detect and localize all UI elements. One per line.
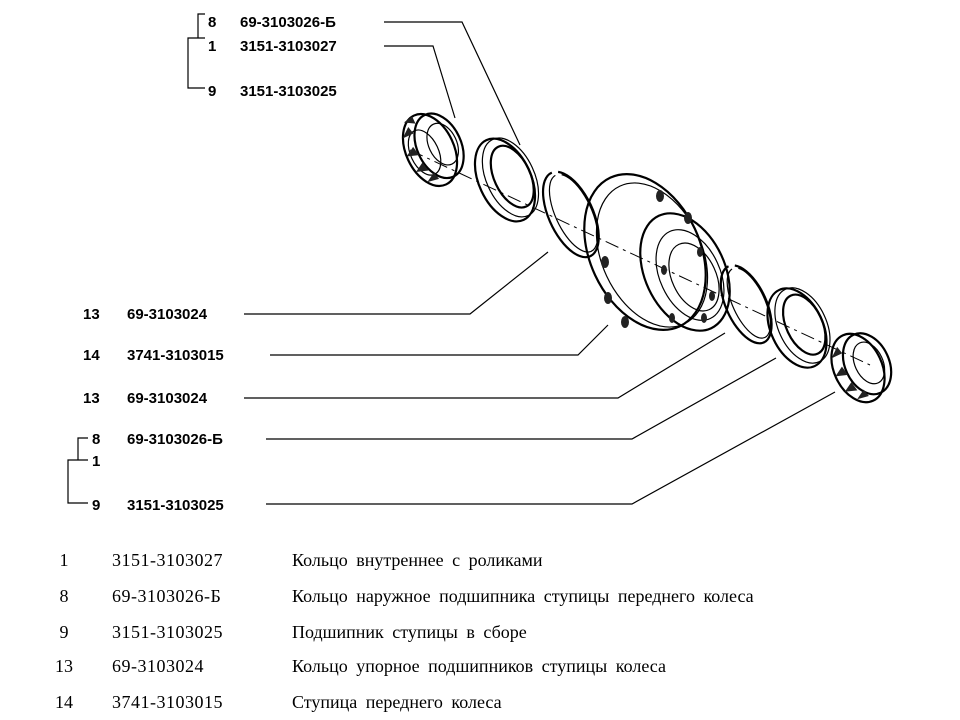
legend-num: 8 [59, 586, 69, 606]
callout-b9-code: 3151-3103025 [127, 497, 224, 514]
legend-num: 1 [59, 550, 69, 570]
legend-code: 3151-3103027 [112, 550, 223, 570]
callout-b9-num: 9 [92, 497, 100, 514]
callouts-left: 13 69-3103024 14 3741-3103015 13 69-3103… [83, 306, 224, 514]
callout-14-code: 3741-3103015 [127, 347, 224, 364]
callouts-top: 8 69-3103026-Б 1 3151-3103027 9 3151-310… [208, 14, 337, 100]
outer-race-top [473, 137, 540, 223]
leader-lines-top [187, 13, 521, 146]
legend-code: 3151-3103025 [112, 622, 223, 642]
callout-13b-num: 13 [83, 390, 100, 407]
legend-desc: Кольцо наружное подшипника ступицы перед… [292, 586, 754, 606]
callout-13a-code: 69-3103024 [127, 306, 208, 323]
callout-b8-num: 8 [92, 431, 100, 448]
callout-top-1-num: 1 [208, 38, 216, 55]
snap-ring-top [541, 170, 600, 259]
legend-num: 14 [55, 692, 73, 712]
callout-top-8-code: 69-3103026-Б [240, 14, 336, 31]
callout-13b-code: 69-3103024 [127, 390, 208, 407]
callout-top-1-code: 3151-3103027 [240, 38, 337, 55]
bearing-cone-top [401, 112, 465, 188]
legend-code: 69-3103026-Б [112, 586, 222, 606]
callout-13a-num: 13 [83, 306, 100, 323]
legend-code: 3741-3103015 [112, 692, 223, 712]
bearing-cone-bottom [830, 332, 893, 404]
legend-desc: Кольцо внутреннее с роликами [292, 550, 543, 570]
callout-top-9-num: 9 [208, 83, 216, 100]
snap-ring-bottom [719, 264, 773, 345]
legend-desc: Кольцо упорное подшипников ступицы колес… [292, 656, 666, 676]
outer-race-bottom [766, 287, 831, 369]
legend-num: 13 [55, 656, 73, 676]
legend-desc: Ступица переднего колеса [292, 692, 502, 712]
legend-desc: Подшипник ступицы в сборе [292, 622, 527, 642]
hub [583, 173, 731, 332]
callout-top-9-code: 3151-3103025 [240, 83, 337, 100]
callout-b8-code: 69-3103026-Б [127, 431, 223, 448]
legend-num: 9 [59, 622, 69, 642]
exploded-hub-diagram: 8 69-3103026-Б 1 3151-3103027 9 3151-310… [67, 13, 893, 514]
callout-top-8-num: 8 [208, 14, 216, 31]
callout-b1-num: 1 [92, 453, 100, 470]
leader-lines-left [67, 251, 836, 505]
callout-14-num: 14 [83, 347, 100, 364]
legend-code: 69-3103024 [112, 656, 204, 676]
